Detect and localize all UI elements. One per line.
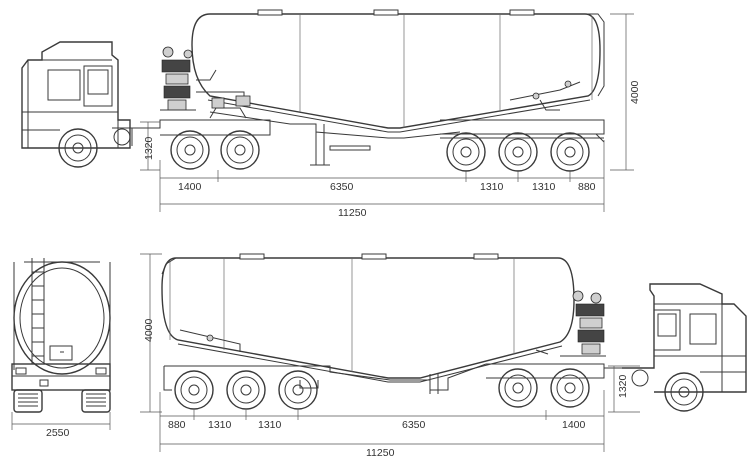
top-tractor-cab — [21, 41, 133, 149]
rear-ladder — [31, 258, 45, 364]
bottom-tractor-wheel — [664, 372, 704, 412]
bottom-trailer-axle-1 — [174, 370, 214, 410]
top-drive-wheel-1 — [170, 130, 210, 170]
bottom-dim-axle-spacing-1: 1310 — [208, 419, 232, 431]
top-dim-front-overhang: 1400 — [178, 181, 202, 193]
top-trailer-axle-1 — [446, 132, 486, 172]
top-dim-axle-spacing-1: 1310 — [480, 181, 504, 193]
bottom-drive-wheel-2 — [550, 368, 590, 408]
bottom-side-view: 880 1310 1310 6350 1400 11250 4000 1320 — [140, 253, 747, 459]
top-tank-body — [191, 9, 605, 133]
bottom-dimension-lines — [140, 253, 640, 452]
bottom-trailer-axle-2 — [226, 370, 266, 410]
top-dim-axle-spacing-2: 1310 — [532, 181, 556, 193]
bottom-drive-wheel-1 — [498, 368, 538, 408]
bottom-dim-rear-overhang: 880 — [168, 419, 186, 431]
bottom-valve-assembly — [179, 290, 606, 357]
top-side-view: 1400 6350 1310 1310 880 11250 4000 1320 — [21, 9, 641, 219]
top-rear-piping — [509, 80, 581, 111]
rear-view: 2550 — [11, 258, 111, 439]
bottom-dim-total-length: 11250 — [366, 447, 395, 459]
top-drive-wheel-2 — [220, 130, 260, 170]
top-trailer-axle-2 — [498, 132, 538, 172]
top-tractor-wheel — [58, 128, 98, 168]
rear-wheel-right — [81, 389, 111, 413]
bottom-tank-body — [161, 253, 575, 383]
top-dim-wheelbase: 6350 — [330, 181, 354, 193]
top-dim-total-length: 11250 — [338, 207, 367, 219]
bottom-trailer-axle-3 — [278, 370, 318, 410]
top-dim-height: 4000 — [629, 80, 641, 104]
bottom-dim-height: 4000 — [143, 318, 155, 342]
rear-wheel-left — [13, 389, 43, 413]
rear-dim-width: 2550 — [46, 427, 70, 439]
top-dim-kingpin-height: 1320 — [143, 136, 155, 160]
top-valve-assembly — [160, 46, 251, 111]
bottom-dim-front-overhang: 1400 — [562, 419, 586, 431]
bottom-dim-axle-spacing-2: 1310 — [258, 419, 282, 431]
top-trailer-axle-3 — [550, 132, 590, 172]
top-dim-rear-overhang: 880 — [578, 181, 596, 193]
top-dimension-lines — [140, 13, 634, 212]
bottom-dim-wheelbase: 6350 — [402, 419, 426, 431]
bottom-tractor-cab — [604, 283, 747, 393]
bottom-dim-kingpin-height: 1320 — [617, 374, 629, 398]
